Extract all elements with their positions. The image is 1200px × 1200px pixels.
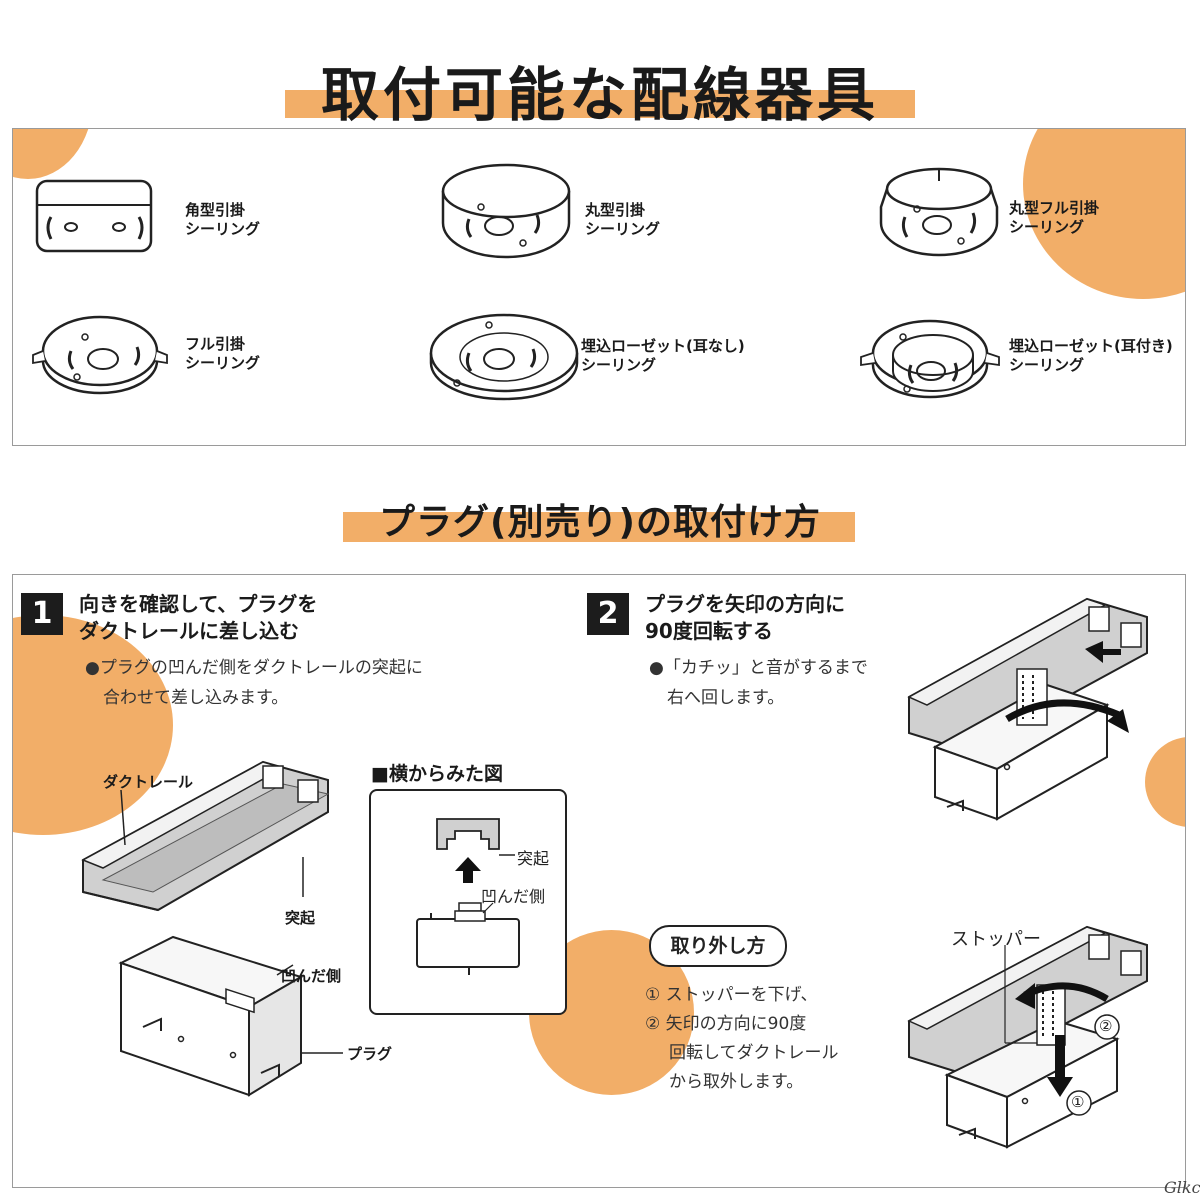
removal-step-2-cont-b: から取外します。 — [669, 1072, 804, 1092]
removal-step-2-cont-a: 回転してダクトレール — [669, 1043, 839, 1063]
install-panel: 1 向きを確認して、プラグをダクトレールに差し込む ●プラグの凹んだ側をダクトレ… — [12, 574, 1186, 1188]
removal-marker-1: ① — [1071, 1093, 1085, 1111]
step1-leader-lines — [120, 789, 343, 1054]
step-2-description: ●「カチッ」と音がするまで右へ回します。 — [649, 658, 868, 708]
fixture-label-3: 丸型フル引掛シーリング — [1009, 199, 1100, 236]
removal-step-2: ② 矢印の方向に90度 — [645, 1014, 807, 1034]
round-full-ceiling-hook-icon — [879, 167, 999, 257]
decor-circle-topleft — [13, 129, 93, 179]
rotate-plug-illustration — [907, 597, 1148, 821]
fixtures-panel: 角型引掛シーリング 丸型引掛シーリング 丸型フル引掛シーリング — [12, 128, 1186, 446]
stopper-label: ストッパー — [951, 929, 1041, 950]
removal-step-1: ① ストッパーを下げ、 — [645, 985, 818, 1005]
side-view-diagram — [416, 818, 520, 975]
step-2-badge: 2 — [587, 593, 629, 635]
title-underline-bar — [285, 90, 915, 118]
square-ceiling-hook-icon — [35, 179, 153, 253]
fixture-label-6: 埋込ローゼット(耳付き)シーリング — [1009, 337, 1173, 374]
section-title-plug-install: プラグ(別売り)の取付け方 — [379, 502, 821, 543]
step-1-title: 向きを確認して、プラグをダクトレールに差し込む — [79, 592, 318, 643]
full-ceiling-hook-icon — [32, 315, 168, 395]
removal-title: 取り外し方 — [649, 925, 787, 967]
round-ceiling-hook-icon — [441, 163, 571, 259]
step-1-description: ●プラグの凹んだ側をダクトレールの突起に合わせて差し込みます。 — [85, 658, 423, 708]
watermark: Glkc — [1164, 1178, 1200, 1197]
side-view-protrusion-label: 突起 — [517, 849, 550, 868]
fixture-label-1: 角型引掛シーリング — [185, 201, 261, 238]
side-view-box: 突起 凹んだ側 — [369, 789, 567, 1015]
side-view-recessed-label: 凹んだ側 — [481, 887, 546, 906]
remove-plug-illustration — [907, 925, 1148, 1149]
title-underline-bar-2 — [343, 512, 855, 542]
embedded-rosette-with-ears-icon — [860, 319, 1000, 399]
side-view-title: ■横からみた図 — [371, 763, 503, 785]
fixture-label-5: 埋込ローゼット(耳なし)シーリング — [581, 337, 745, 374]
step-1-badge: 1 — [21, 593, 63, 635]
fixture-label-4: フル引掛シーリング — [185, 335, 261, 372]
label-duct-rail: ダクトレール — [103, 773, 194, 791]
plug-illustration — [118, 935, 304, 1097]
section-title-compatible-fixtures: 取付可能な配線器具 — [320, 61, 879, 129]
label-plug: プラグ — [347, 1045, 393, 1063]
label-protrusion: 突起 — [285, 909, 316, 927]
removal-marker-2: ② — [1099, 1017, 1113, 1035]
fixture-label-2: 丸型引掛シーリング — [585, 201, 661, 238]
embedded-rosette-no-ears-icon — [429, 313, 579, 401]
duct-rail-illustration — [81, 760, 330, 912]
label-recessed-side: 凹んだ側 — [281, 967, 342, 985]
